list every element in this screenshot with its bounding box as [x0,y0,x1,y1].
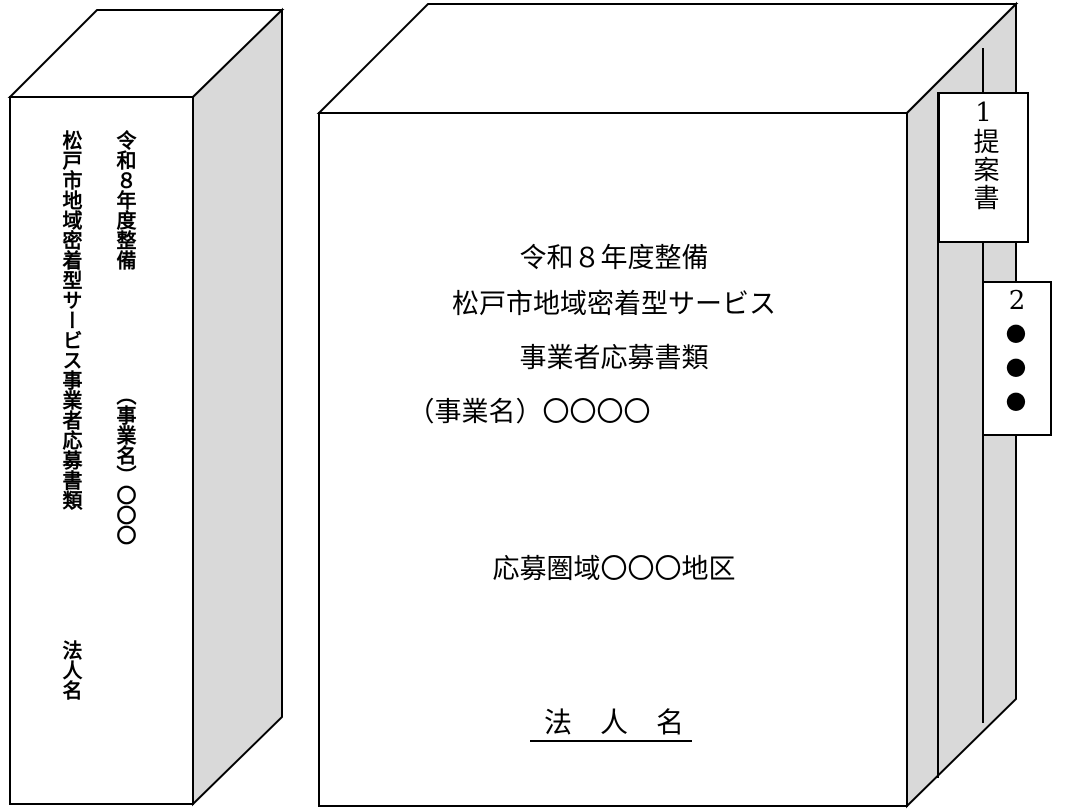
front-binder-top [316,3,1019,114]
front-corp-name: 法 人 名 [543,706,684,739]
front-area: 応募圏域〇〇〇地区 [492,554,736,585]
spine-project-name: （事業名）〇〇〇 [113,385,137,545]
front-title-3: 事業者応募書類 [519,343,709,374]
tab-2-box [982,281,1052,436]
tab-2-number: 2 [1008,286,1026,316]
tab-1-number: 1 [975,98,992,128]
front-title-2: 松戸市地域密着型サービス [452,289,776,320]
front-title-1: 令和８年度整備 [519,243,709,274]
tab-1-label: 提案書 [969,128,999,212]
front-project-name: （事業名）〇〇〇〇 [407,397,651,428]
spine-binder [7,7,285,807]
tab-2-label: ●●● [1002,318,1030,420]
tab-1-box [938,92,1029,243]
spine-binder-face [9,96,194,805]
front-binder [316,1,1019,809]
front-binder-face [318,112,908,807]
spine-corp-name: 法人名 [59,640,83,700]
spine-subtitle-line: 松戸市地域密着型サービス事業者応募書類 [59,130,83,510]
spine-title-line: 令和８年度整備 [113,130,137,270]
